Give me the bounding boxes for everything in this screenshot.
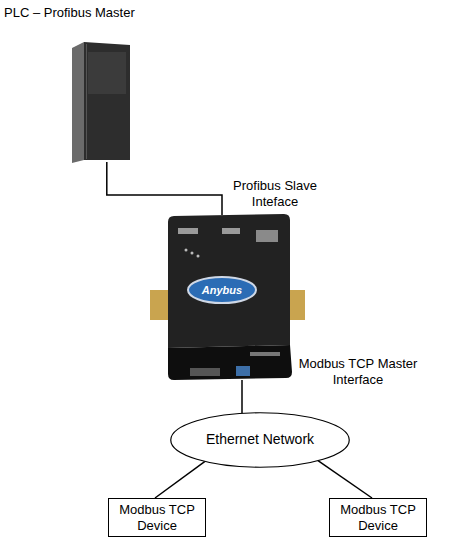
gateway-front-face (168, 345, 292, 380)
gateway-led (197, 255, 200, 258)
device-caption: Modbus TCP Master Interface (296, 356, 420, 388)
gateway-led-strip (178, 228, 198, 234)
gateway-top-face (168, 214, 290, 348)
connector-line (241, 380, 243, 413)
device-box: Modbus TCP Device (329, 498, 427, 537)
gateway-led (185, 249, 188, 252)
plc-device: PLC – Profibus Master (72, 42, 130, 162)
plc-side-face (72, 42, 84, 163)
node-label: Modbus TCP Device (109, 502, 205, 534)
device-box: Modbus TCP Device (108, 498, 206, 537)
gateway-illustration (150, 214, 305, 380)
connector-line (107, 162, 222, 215)
network-ellipse: Ethernet Network (170, 412, 350, 468)
gateway-led (191, 252, 194, 255)
node-label: Modbus TCP Device (330, 502, 426, 534)
gateway-connector (190, 368, 220, 376)
gateway-led-strip (250, 352, 280, 356)
brand-logo-text: Anybus (190, 282, 254, 298)
device-caption: PLC – Profibus Master (4, 5, 174, 21)
node-label: Ethernet Network (170, 431, 350, 447)
connector-line (155, 461, 205, 498)
ethernet-port (236, 366, 250, 376)
plc-panel (88, 52, 126, 94)
gateway-device: Profibus Slave IntefaceModbus TCP Master… (150, 215, 305, 380)
gateway-logo (188, 277, 256, 303)
gateway-sticker (256, 230, 278, 242)
gateway-led-strip (222, 228, 240, 234)
ellipse-shape (171, 413, 350, 468)
device-caption: Profibus Slave Inteface (227, 178, 323, 210)
plc-front-face (84, 42, 130, 160)
connector-line (318, 461, 372, 498)
plc-edge-highlight (86, 44, 87, 159)
plc-illustration (72, 42, 130, 163)
